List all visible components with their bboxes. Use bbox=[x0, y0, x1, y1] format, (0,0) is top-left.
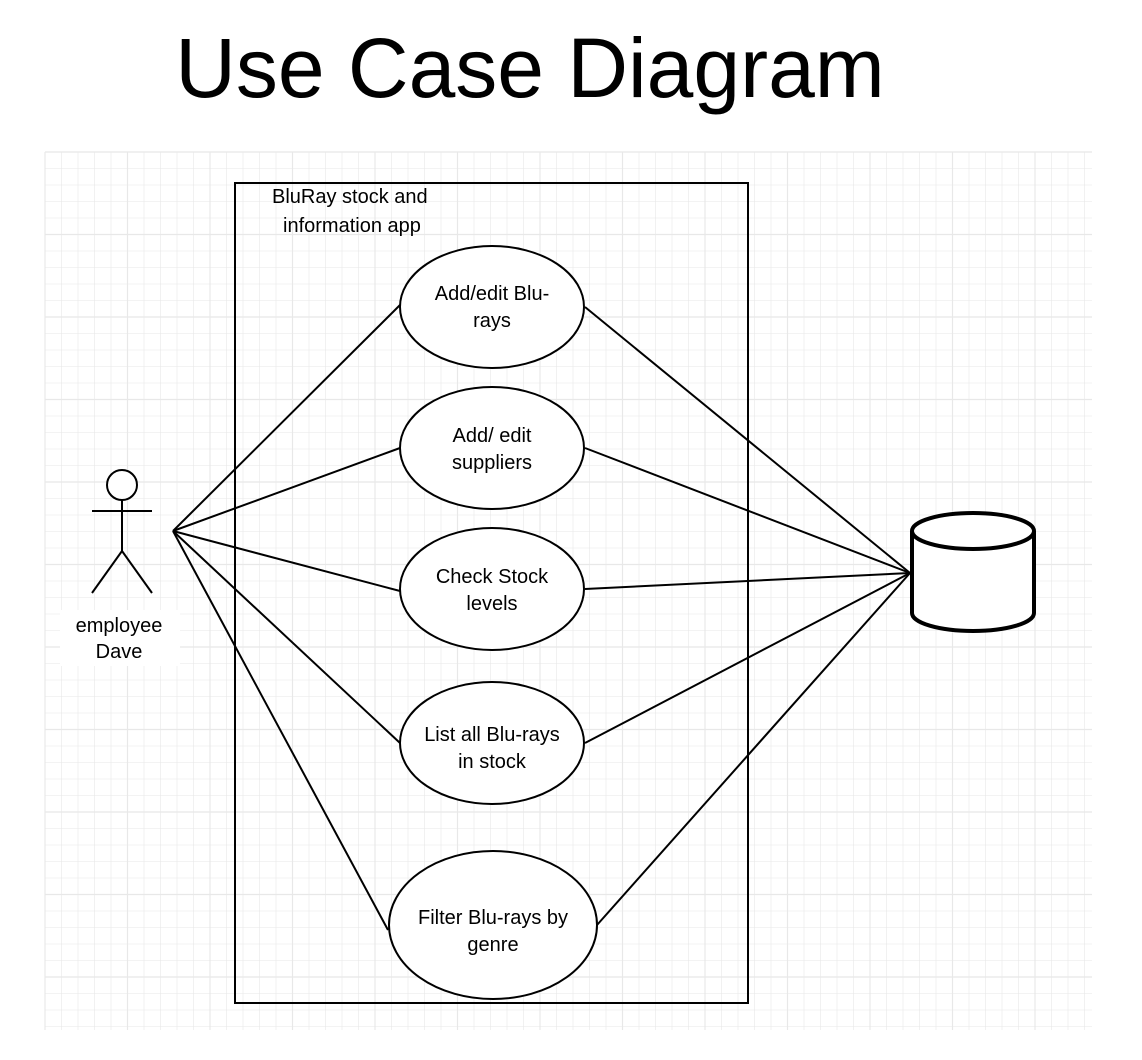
database-top bbox=[910, 511, 1036, 551]
use-case-label: Add/ edit bbox=[453, 425, 532, 447]
use-case-label: Add/edit Blu- bbox=[435, 283, 550, 305]
actor-right-leg bbox=[121, 550, 153, 594]
association-add-edit-bluray-database[interactable] bbox=[584, 306, 911, 574]
actor-left-leg bbox=[91, 550, 123, 594]
actor-label-line-1: employee bbox=[76, 615, 163, 637]
actor-associations bbox=[172, 304, 401, 931]
page-title: Use Case Diagram bbox=[175, 21, 885, 115]
use-case-label: rays bbox=[473, 310, 511, 332]
database-associations bbox=[584, 306, 911, 926]
association-actor-list-bluray[interactable] bbox=[172, 530, 401, 744]
actor-label-line-2: Dave bbox=[96, 641, 143, 663]
association-actor-check-stock[interactable] bbox=[172, 530, 401, 592]
system-boundary-label-line-2: information app bbox=[283, 215, 421, 237]
use-case-label: List all Blu-rays bbox=[424, 724, 560, 746]
use-case-label: Filter Blu-rays by bbox=[418, 907, 568, 929]
actor-stick-figure-icon[interactable] bbox=[91, 469, 153, 594]
actor-label-background bbox=[60, 610, 180, 666]
association-actor-filter-genre[interactable] bbox=[172, 530, 389, 931]
use-case-check-stock[interactable]: Check Stock levels bbox=[399, 527, 585, 651]
association-actor-add-edit-suppliers[interactable] bbox=[172, 447, 401, 532]
use-case-add-edit-bluray[interactable]: Add/edit Blu- rays bbox=[399, 245, 585, 369]
use-case-label: suppliers bbox=[452, 452, 532, 474]
association-actor-add-edit-bluray[interactable] bbox=[172, 304, 401, 532]
database-cylinder-icon[interactable] bbox=[910, 511, 1036, 633]
association-list-bluray-database[interactable] bbox=[584, 572, 911, 744]
use-case-label: genre bbox=[467, 934, 518, 956]
use-case-filter-genre[interactable]: Filter Blu-rays by genre bbox=[388, 850, 598, 1000]
use-case-label: in stock bbox=[458, 751, 527, 773]
use-case-label: levels bbox=[466, 593, 517, 615]
association-add-edit-suppliers-database[interactable] bbox=[584, 447, 911, 574]
actor-head bbox=[106, 469, 138, 501]
database-body bbox=[910, 531, 1036, 633]
association-filter-genre-database[interactable] bbox=[596, 572, 911, 926]
use-case-label: Check Stock bbox=[436, 566, 549, 588]
system-boundary[interactable] bbox=[234, 182, 749, 1004]
association-check-stock-database[interactable] bbox=[584, 572, 911, 590]
system-boundary-label-line-1: BluRay stock and bbox=[272, 186, 428, 208]
use-case-list-bluray[interactable]: List all Blu-rays in stock bbox=[399, 681, 585, 805]
use-case-add-edit-suppliers[interactable]: Add/ edit suppliers bbox=[399, 386, 585, 510]
